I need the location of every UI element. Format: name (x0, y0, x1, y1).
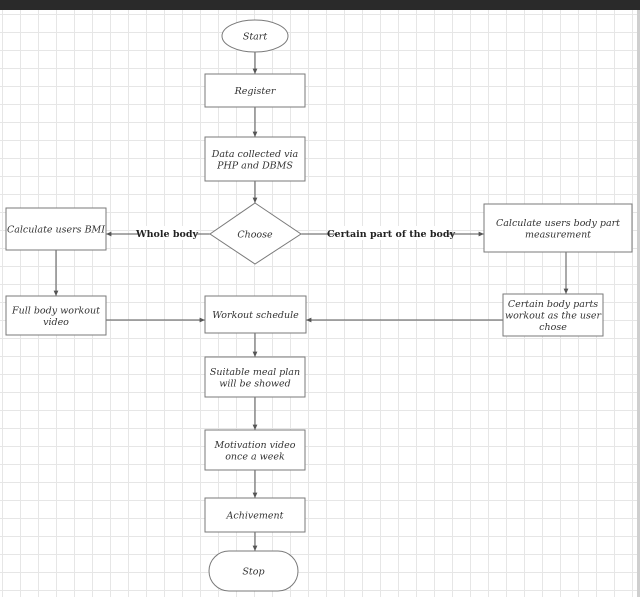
node-register-label: Register (234, 86, 277, 97)
node-label-line: once a week (225, 451, 285, 462)
node-workout-schedule-label: Workout schedule (212, 310, 299, 321)
node-label-line: will be showed (219, 378, 291, 389)
node-label-line: PHP and DBMS (216, 160, 293, 171)
node-label-line: Data collected via (211, 149, 299, 160)
node-label-line: Stop (242, 567, 264, 578)
node-label-line: Choose (237, 230, 273, 241)
node-label-line: measurement (525, 229, 591, 240)
node-label-line: Full body workout (11, 305, 100, 316)
node-label-line: Calculate users BMI (7, 225, 105, 236)
node-calculate-bmi: Calculate users BMI (5, 207, 107, 251)
node-calculate-bmi-label: Calculate users BMI (7, 225, 105, 236)
node-label-line: chose (539, 322, 567, 333)
edges (53, 52, 569, 551)
node-label-line: Workout schedule (212, 310, 299, 321)
node-stop-label: Stop (242, 567, 264, 578)
diagram-canvas (0, 10, 640, 597)
node-register: Register (204, 73, 306, 108)
node-stop: Stop (208, 550, 299, 592)
edge-label-certain-part: Certain part of the body (327, 229, 455, 240)
node-label-line: Start (243, 32, 268, 43)
node-label-line: Certain body parts (508, 299, 598, 310)
node-label-line: video (43, 317, 69, 328)
edge-label-bg-certain-part (335, 226, 448, 240)
window-top-bar (0, 0, 640, 10)
node-label-line: Suitable meal plan (210, 367, 300, 378)
node-label-line: Calculate users body part (496, 218, 620, 229)
node-achievement: Achivement (204, 497, 306, 533)
node-label-line: Motivation video (214, 440, 296, 451)
node-start-label: Start (243, 32, 268, 43)
node-workout-schedule: Workout schedule (204, 295, 307, 334)
node-label-line: workout as the user (505, 311, 603, 322)
canvas-right-edge (637, 10, 640, 597)
node-choose-label: Choose (237, 230, 273, 241)
node-label-line: Register (234, 86, 277, 97)
edge-label-bg-whole-body (138, 226, 196, 240)
node-start: Start (221, 19, 289, 53)
node-achievement-label: Achivement (226, 511, 284, 522)
edge-label-whole-body: Whole body (135, 229, 198, 240)
node-choose-decision: Choose (209, 202, 302, 265)
node-label-line: Achivement (226, 511, 284, 522)
